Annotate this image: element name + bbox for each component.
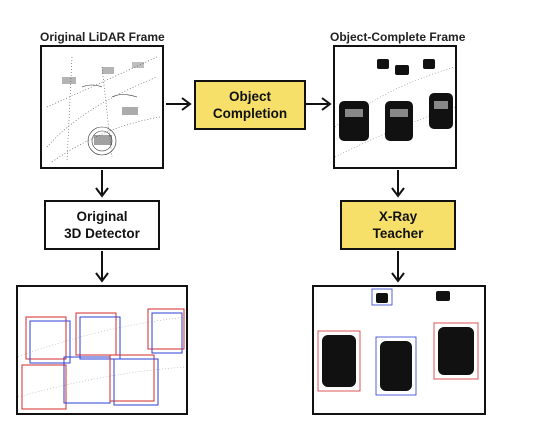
xray-teacher-result-image	[312, 285, 486, 415]
object-completion-box: Object Completion	[194, 80, 306, 130]
original-lidar-caption: Original LiDAR Frame	[40, 30, 165, 44]
arrow-to-original-detector-result	[95, 251, 109, 283]
object-complete-caption: Object-Complete Frame	[330, 30, 466, 44]
xray-teacher-box: X-Ray Teacher	[340, 200, 456, 250]
original-3d-detector-box: Original 3D Detector	[44, 200, 160, 250]
completed-detections	[317, 288, 479, 396]
original-detector-result-image	[16, 285, 188, 415]
sparse-detections	[18, 308, 186, 410]
arrow-to-object-complete-frame	[306, 97, 332, 111]
sparse-point-cloud	[46, 56, 161, 163]
arrow-to-xray-teacher	[391, 170, 405, 198]
arrow-to-xray-teacher-result	[391, 251, 405, 283]
arrow-to-object-completion	[166, 97, 192, 111]
original-lidar-frame-image	[40, 45, 164, 169]
completed-point-cloud	[335, 59, 455, 158]
object-complete-frame-image	[333, 45, 457, 169]
arrow-to-original-detector	[95, 170, 109, 198]
